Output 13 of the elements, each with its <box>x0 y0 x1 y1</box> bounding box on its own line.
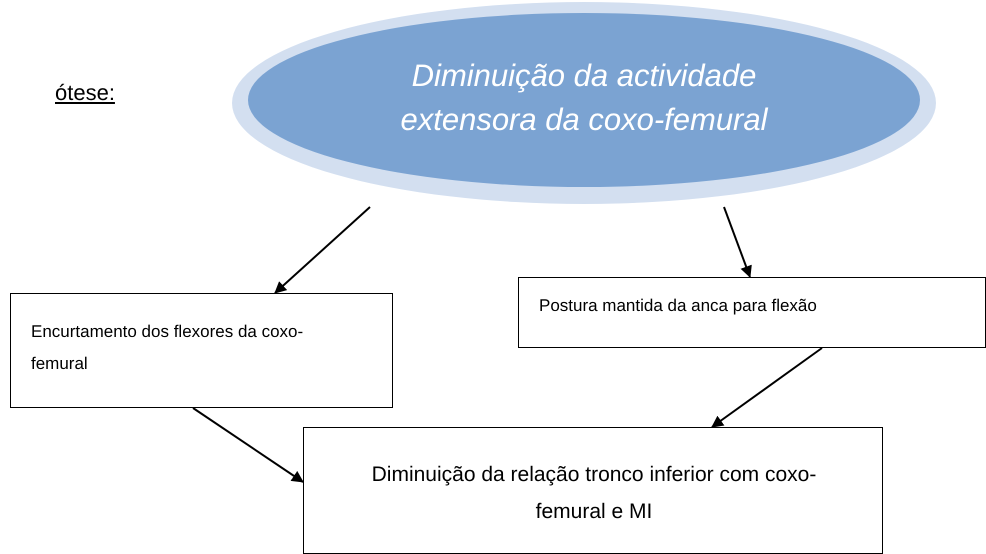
hypothesis-text: Diminuição da actividade extensora da coxo-femural <box>399 57 770 139</box>
box-text: Diminuição da relação tronco inferior com coxo-femural e MI <box>370 462 818 525</box>
hypothesis-ellipse <box>230 0 938 206</box>
text-box <box>10 293 393 408</box>
arrow <box>192 407 304 483</box>
text-box <box>518 277 986 348</box>
box-text: Postura mantida da anca para flexão <box>539 295 818 317</box>
text-box <box>303 427 883 554</box>
arrow <box>723 206 752 278</box>
box-text: Encurtamento dos flexores da coxo-femural <box>31 321 304 375</box>
arrow <box>711 347 823 428</box>
heading-label: ótese: <box>55 80 115 106</box>
arrow <box>274 206 371 294</box>
